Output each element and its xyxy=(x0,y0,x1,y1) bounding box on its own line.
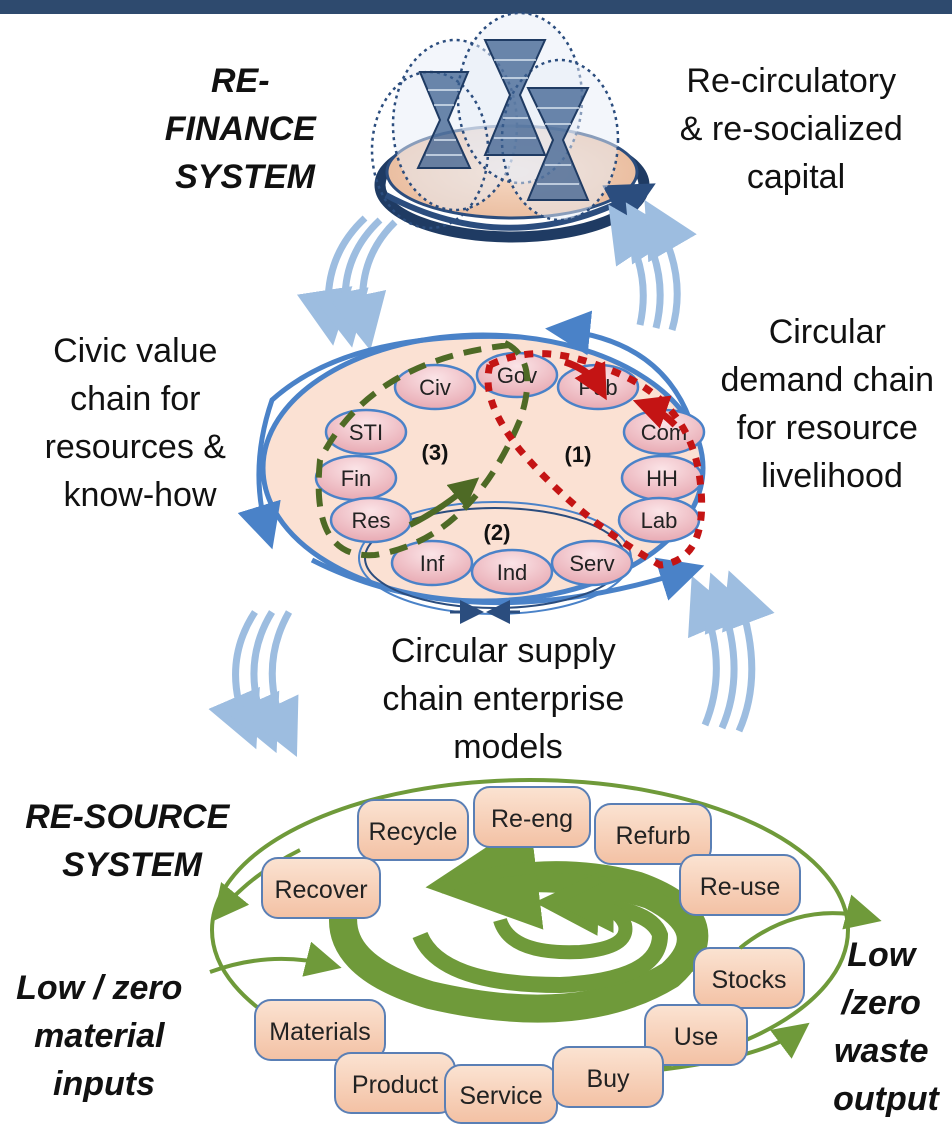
finance-to-center-arrows xyxy=(297,215,398,351)
loop-number-3: (3) xyxy=(422,440,449,465)
inputs-label: Low / zero material inputs xyxy=(16,969,192,1103)
svg-text:Materials: Materials xyxy=(269,1018,370,1046)
finance-title: RE- FINANCE SYSTEM xyxy=(165,62,326,196)
civic-caption: Civic value chain for resources & know-h… xyxy=(45,332,236,514)
svg-text:Gov: Gov xyxy=(497,363,537,388)
resource-to-center-arrows xyxy=(688,570,775,733)
svg-text:HH: HH xyxy=(646,466,678,491)
node-hh: HH xyxy=(620,454,704,502)
demand-chain-arrow-com xyxy=(632,395,678,429)
resource-inner-swirls xyxy=(329,818,709,1023)
box-recycle: Recycle xyxy=(357,799,469,861)
svg-text:Refurb: Refurb xyxy=(615,822,690,850)
demand-chain-arrow-pub xyxy=(563,358,607,401)
svg-text:Stocks: Stocks xyxy=(711,966,786,994)
loop-number-2: (2) xyxy=(484,520,511,545)
finance-caption: Re-circulatory & re-socialized capital xyxy=(680,62,912,196)
center-to-resource-arrows xyxy=(208,610,299,758)
node-ind: Ind xyxy=(470,548,554,596)
supply-caption: Circular supply chain enterprise models xyxy=(382,632,633,766)
box-recover: Recover xyxy=(261,857,381,919)
input-arrow xyxy=(209,941,342,977)
output-arrow xyxy=(738,894,882,950)
box-re-eng: Re-eng xyxy=(473,786,591,848)
outputs-label: Low /zero waste output xyxy=(833,936,940,1118)
svg-text:Serv: Serv xyxy=(569,551,614,576)
resource-title: RE-SOURCE SYSTEM xyxy=(25,798,238,884)
svg-text:Ind: Ind xyxy=(497,560,528,585)
svg-text:Lab: Lab xyxy=(641,508,678,533)
svg-text:Buy: Buy xyxy=(586,1065,630,1093)
finance-platform xyxy=(370,11,656,243)
svg-text:Civ: Civ xyxy=(419,375,451,400)
box-product: Product xyxy=(334,1052,456,1114)
node-res: Res xyxy=(329,496,413,544)
node-fin: Fin xyxy=(314,454,398,502)
civic-chain-dashed-loop xyxy=(315,340,531,559)
svg-text:Inf: Inf xyxy=(420,551,445,576)
box-re-use: Re-use xyxy=(679,854,801,916)
civic-chain-arrow xyxy=(408,477,480,528)
box-stocks: Stocks xyxy=(693,947,805,1009)
resource-boxes: Recycle Re-eng Refurb Recover Re-use Sto… xyxy=(254,786,805,1124)
svg-text:Re-eng: Re-eng xyxy=(491,805,573,833)
box-refurb: Refurb xyxy=(594,803,712,865)
demand-chain-dashed-loop xyxy=(484,350,706,569)
box-use: Use xyxy=(644,1004,748,1066)
node-serv: Serv xyxy=(550,539,634,587)
svg-text:Fin: Fin xyxy=(341,466,372,491)
box-materials: Materials xyxy=(254,999,386,1061)
center-to-finance-arrows xyxy=(608,199,697,331)
svg-text:Recycle: Recycle xyxy=(369,818,458,846)
svg-text:STI: STI xyxy=(349,420,383,445)
node-inf: Inf xyxy=(390,539,474,587)
box-buy: Buy xyxy=(552,1046,664,1108)
node-civ: Civ xyxy=(393,363,477,411)
svg-text:Recover: Recover xyxy=(274,876,367,904)
svg-text:Com: Com xyxy=(641,420,687,445)
svg-text:Service: Service xyxy=(459,1082,542,1110)
svg-text:Product: Product xyxy=(352,1071,438,1099)
header-bar xyxy=(0,0,952,14)
demand-caption: Circular demand chain for resource livel… xyxy=(720,313,943,495)
svg-text:Use: Use xyxy=(674,1023,718,1051)
svg-text:Re-use: Re-use xyxy=(700,873,781,901)
node-lab: Lab xyxy=(617,496,701,544)
loop-number-1: (1) xyxy=(565,442,592,467)
svg-text:Res: Res xyxy=(351,508,390,533)
box-service: Service xyxy=(444,1064,558,1124)
node-sti: STI xyxy=(324,408,408,456)
